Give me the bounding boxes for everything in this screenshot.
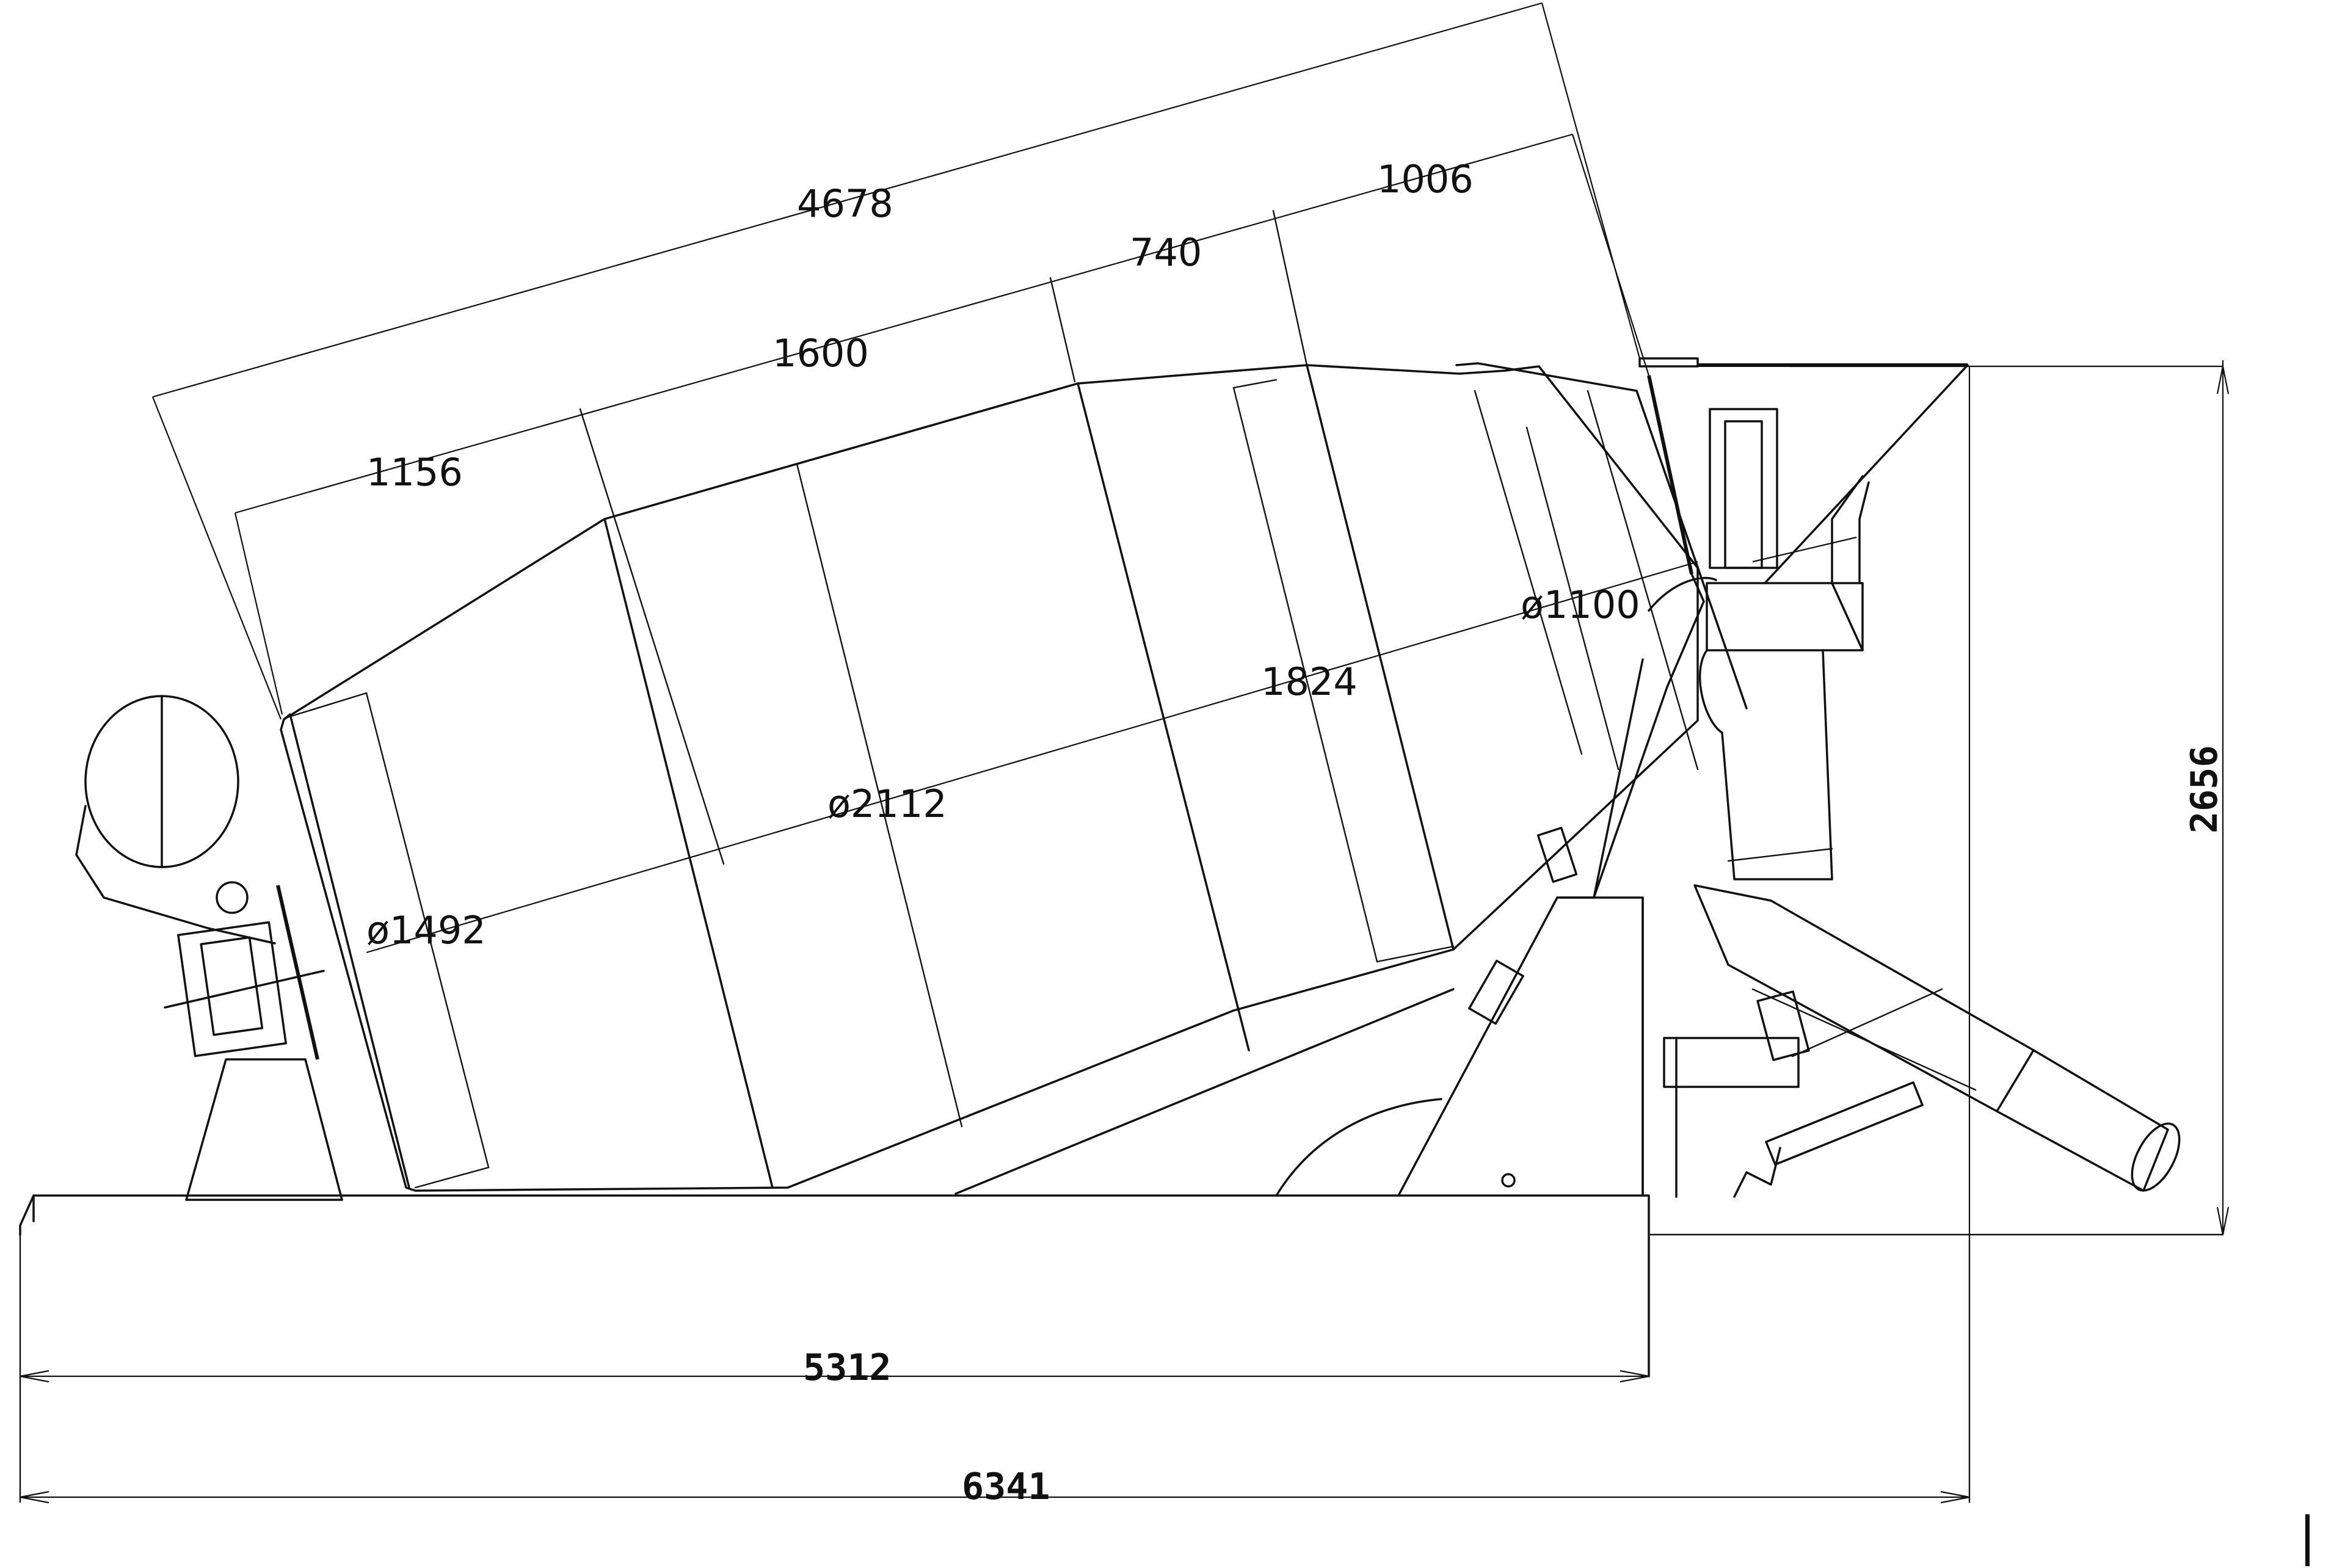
subframe [19,1194,2224,1503]
dimension-labels: 4678 1156 1600 740 1006 ø1100 1824 ø2112… [366,157,2226,1508]
dim-1156: 1156 [366,450,463,495]
feed-hopper [1638,357,1969,880]
dim-1006: 1006 [1377,157,1474,201]
drive-motor [75,695,343,1201]
dim-drum-diameter: ø2112 [827,782,947,826]
rear-support [954,573,1705,1197]
dim-opening-diameter: ø1100 [1521,583,1640,627]
dim-1824: 1824 [1261,659,1358,704]
dimension-lines [20,2,2230,1504]
dim-front-diameter: ø1492 [366,908,486,953]
corner-mark [2305,1514,2310,1566]
dim-1600: 1600 [773,331,869,376]
dim-4678: 4678 [797,181,893,226]
dim-5312: 5312 [803,1346,892,1389]
dim-6341: 6341 [962,1465,1050,1508]
discharge-chute [1663,884,2181,1198]
dim-2656: 2656 [2183,746,2226,834]
mixer-drum [280,209,1748,1192]
dim-740: 740 [1130,230,1202,275]
